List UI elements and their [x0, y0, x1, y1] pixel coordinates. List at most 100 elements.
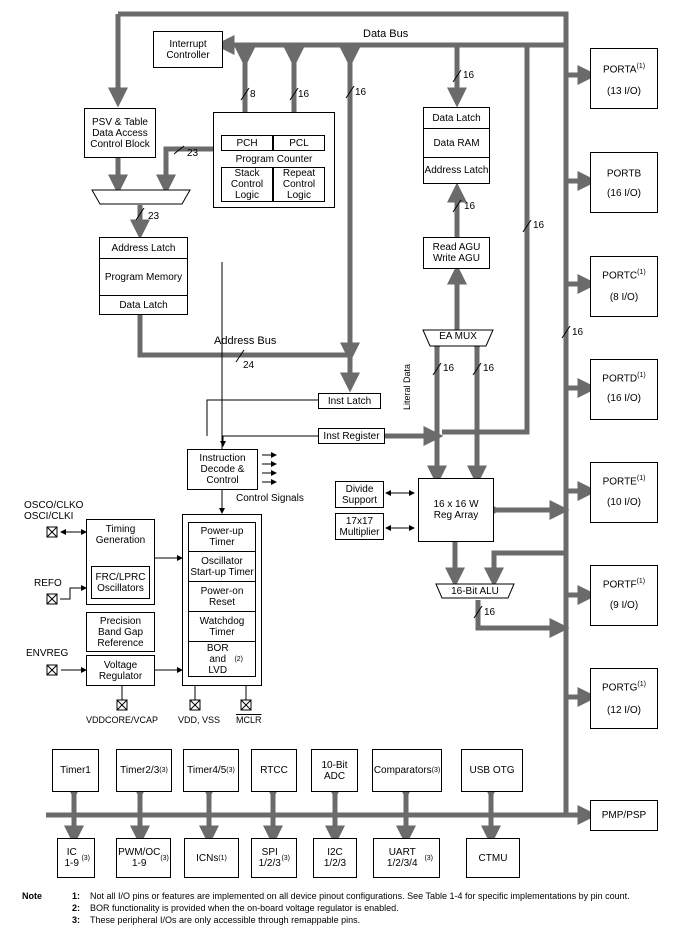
instruction-decode-control: Instruction Decode & Control [187, 449, 258, 490]
peripheral-name: Timer1 [60, 765, 91, 776]
port-c: PORTC(1) (8 I/O) [590, 256, 658, 317]
timing-generation-label: Timing Generation [95, 524, 146, 546]
peripheral-footnote: (1) [218, 854, 227, 862]
peripheral-spi: SPI 1/2/3(3) [251, 838, 297, 878]
port-name: PORTE [602, 476, 637, 488]
osci-clki-pin-label: OSCI/CLKI [24, 511, 74, 522]
pcl-register: PCL [273, 135, 325, 151]
program-data-latch: Data Latch [99, 295, 188, 315]
interrupt-controller: Interrupt Controller [153, 31, 223, 68]
port-footnote: (1) [636, 475, 646, 482]
bus-width-label: 16 [483, 363, 495, 374]
peripheral-name: Timer4/5 [187, 765, 227, 776]
port-name: PORTC [602, 270, 638, 282]
ea-mux-label: EA MUX [439, 331, 477, 342]
note-number: 3: [71, 915, 80, 925]
port-b: PORTB (16 I/O) [590, 152, 658, 213]
bor-and-lvd: BOR and LVD (2) [188, 641, 256, 677]
port-d: PORTD(1) (16 I/O) [590, 359, 658, 420]
bor-footnote: (2) [234, 655, 243, 663]
peripheral-footnote: (3) [81, 854, 90, 862]
stack-control-logic: Stack Control Logic [221, 167, 273, 202]
peripheral-icns: ICNs(1) [184, 838, 239, 878]
power-on-reset: Power-on Reset [188, 581, 256, 612]
peripheral-name: PWM/OC 1-9 [118, 847, 161, 869]
peripheral-footnote: (3) [281, 854, 290, 862]
peripheral-i2c: I2C 1/2/3 [313, 838, 357, 878]
note-number: 1: [71, 891, 80, 901]
pch-register: PCH [221, 135, 273, 151]
bus-width-label: 16 [484, 607, 496, 618]
pmp-psp: PMP/PSP [590, 800, 658, 831]
peripheral-name: ICNs [196, 852, 219, 864]
oscillator-startup-timer: Oscillator Start-up Timer [188, 551, 256, 582]
bus-width-label: 16 [463, 70, 475, 81]
peripheral-comparators: Comparators(3) [372, 749, 442, 792]
program-address-latch: Address Latch [99, 237, 188, 259]
peripheral-rtcc: RTCC [251, 749, 297, 792]
port-footnote: (1) [636, 63, 646, 70]
bus-width-label: 16 [464, 201, 476, 212]
peripheral-timer23: Timer2/3(3) [116, 749, 172, 792]
peripheral-name: 10-Bit ADC [321, 759, 348, 782]
peripheral-uart: UART 1/2/3/4(3) [373, 838, 440, 878]
port-name: PORTA [602, 64, 637, 76]
control-signals-label: Control Signals [236, 493, 304, 504]
bor-label: BOR and LVD [206, 642, 229, 676]
vddcore-vcap-pin-label: VDDCORE/VCAP [86, 715, 159, 725]
inst-register: Inst Register [318, 428, 385, 444]
peripheral-ic: IC 1-9(3) [57, 838, 95, 878]
port-footnote: (1) [637, 269, 646, 276]
power-up-timer: Power-up Timer [188, 522, 256, 552]
osco-clko-pin-label: OSCO/CLKO [24, 500, 84, 511]
port-a: PORTA(1) (13 I/O) [590, 48, 658, 109]
notes-title: Note [22, 891, 42, 901]
peripheral-name: Comparators [373, 765, 432, 776]
note-number: 2: [71, 903, 80, 913]
port-io-count: (13 I/O) [607, 86, 641, 97]
port-io-count: (8 I/O) [609, 292, 639, 303]
port-e: PORTE(1) (10 I/O) [590, 462, 658, 523]
peripheral-name: Timer2/3 [120, 765, 160, 776]
program-counter-label: Program Counter [235, 154, 313, 165]
peripheral-timer1: Timer1 [52, 749, 99, 792]
data-ram-block: Data Latch Data RAM Address Latch [423, 107, 490, 184]
bus-width-label: 16 [533, 220, 545, 231]
port-io-count: (9 I/O) [609, 600, 639, 611]
inst-latch: Inst Latch [318, 393, 381, 409]
peripheral-footnote: (3) [431, 767, 441, 774]
port-name: PORTB [606, 168, 642, 180]
ram-data-latch: Data Latch [423, 107, 490, 129]
peripheral-name: IC 1-9 [64, 847, 79, 869]
peripheral-footnote: (3) [159, 767, 168, 774]
port-io-count: (10 I/O) [607, 497, 641, 508]
peripheral-adc: 10-Bit ADC [311, 749, 358, 792]
bus-width-label: 16 [298, 89, 310, 100]
voltage-regulator: Voltage Regulator [86, 655, 155, 686]
port-f: PORTF(1) (9 I/O) [590, 565, 658, 626]
w-reg-array: 16 x 16 W Reg Array [418, 478, 494, 542]
address-mux-shape [91, 189, 191, 205]
peripheral-name: SPI 1/2/3 [258, 847, 281, 869]
vdd-vss-pin-label: VDD, VSS [178, 715, 221, 725]
peripheral-name: USB OTG [469, 765, 515, 776]
bus-width-label: 16 [443, 363, 455, 374]
peripheral-footnote: (3) [160, 854, 169, 862]
port-footnote: (1) [636, 578, 646, 585]
port-io-count: (12 I/O) [607, 705, 641, 716]
divide-support: Divide Support [335, 481, 384, 508]
peripheral-footnote: (3) [226, 767, 235, 774]
alu-label: 16-Bit ALU [451, 586, 499, 597]
program-counter-block: PCH PCL Program Counter Stack Control Lo… [213, 112, 335, 208]
port-io-count: (16 I/O) [607, 188, 641, 199]
port-io-count: (16 I/O) [607, 393, 641, 404]
bus-width-label: 23 [187, 148, 199, 159]
data-ram: Data RAM [423, 128, 490, 158]
peripheral-name: CTMU [478, 852, 508, 864]
note-text: Not all I/O pins or features are impleme… [90, 891, 630, 901]
bus-width-label: 8 [250, 89, 256, 100]
watchdog-timer: Watchdog Timer [188, 611, 256, 642]
port-footnote: (1) [637, 372, 646, 379]
mclr-pin-label: MCLR [236, 715, 262, 725]
program-memory-block: Address Latch Program Memory Data Latch [99, 237, 188, 315]
